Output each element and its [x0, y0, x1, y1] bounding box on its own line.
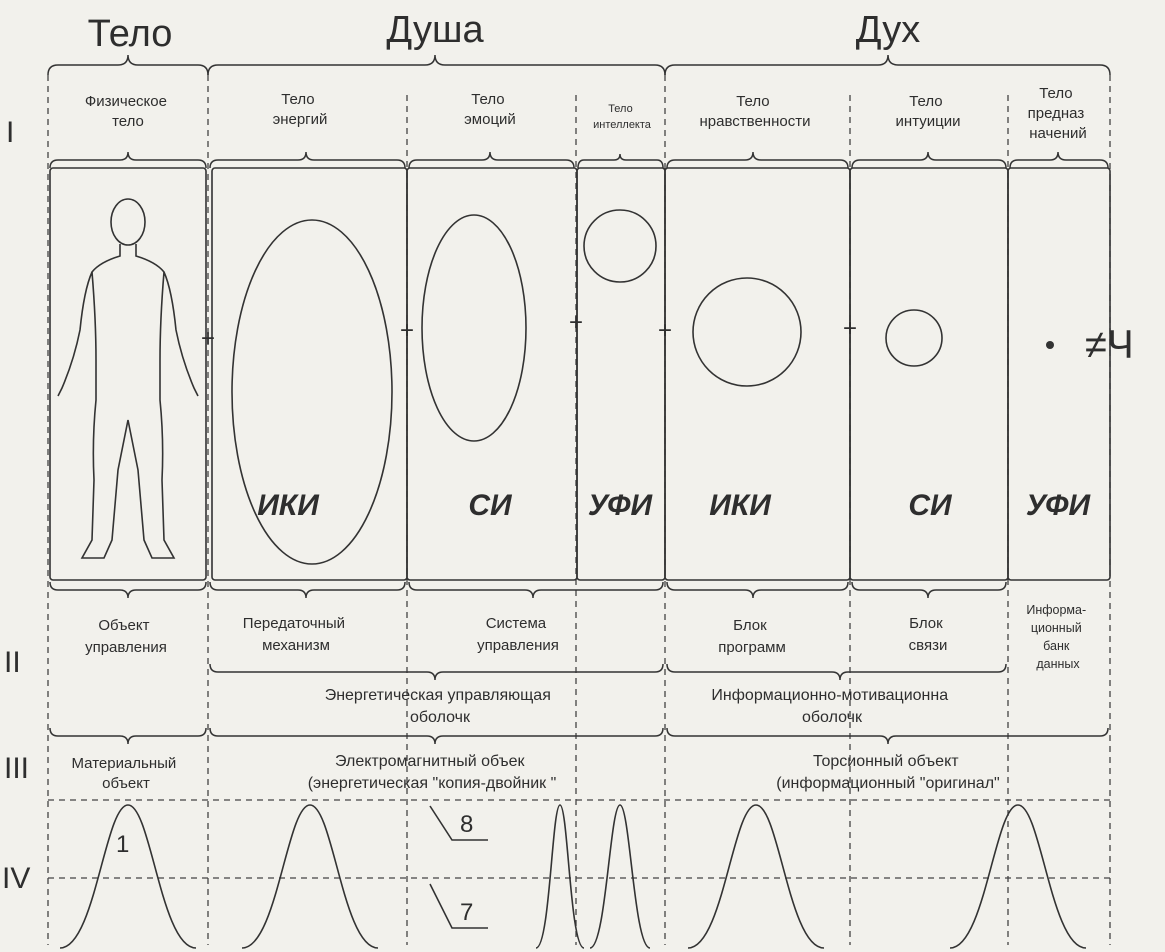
plus-1: +	[201, 325, 215, 352]
brace-r3-body	[50, 728, 206, 744]
circle-intuition	[886, 310, 942, 366]
brace-b-morality	[667, 582, 848, 598]
label-torsion: Торсионный объект (информационный "ориги…	[776, 753, 999, 792]
number-1: 1	[116, 831, 129, 858]
label-info-shell: Информационно-мотивационна оболочк	[711, 687, 952, 726]
brace-b-energy	[210, 582, 405, 598]
label-programs: Блок программ	[718, 617, 786, 656]
plus-3: +	[569, 309, 583, 336]
header-body: Тело	[88, 13, 173, 55]
brace-b-emotion	[409, 582, 663, 598]
brace-b-intuition	[852, 582, 1006, 598]
brace-r1-emotion	[409, 152, 574, 168]
label-physical-body: Физическое тело	[85, 93, 171, 130]
label-emotion-body: Тело эмоций	[464, 91, 516, 128]
label-intuition-body: Тело интуиции	[896, 93, 961, 130]
brace-r3-spirit	[667, 728, 1108, 744]
number-7: 7	[460, 899, 473, 926]
brace-r1-purpose	[1010, 152, 1108, 168]
header-spirit: Дух	[856, 9, 921, 51]
abbr-ufi-2: УФИ	[1026, 489, 1092, 522]
abbr-iki-1: ИКИ	[257, 489, 320, 522]
brace-r1-intuition	[852, 152, 1006, 168]
abbr-si-1: СИ	[468, 489, 513, 522]
brace-r2-spirit	[667, 664, 1006, 680]
label-intellect-body: Тело интеллекта	[593, 103, 652, 131]
pointer-8	[430, 806, 488, 840]
label-connection: Блок связи	[909, 615, 948, 654]
label-purpose-body: Тело предназ начений	[1028, 85, 1089, 142]
roman-3: III	[4, 752, 29, 785]
bell-curve-purpose	[950, 805, 1086, 948]
brace-r1-morality	[667, 152, 848, 168]
label-databank: Информа- ционный банк данных	[1026, 603, 1089, 671]
plus-5: +	[843, 315, 857, 342]
bell-curve-intellect-a	[536, 805, 584, 948]
box-physical	[50, 168, 206, 580]
brace-r1-energy	[210, 152, 405, 168]
abbr-ufi-1: УФИ	[588, 489, 654, 522]
abbr-iki-2: ИКИ	[709, 489, 772, 522]
number-8: 8	[460, 811, 473, 838]
abbr-si-2: СИ	[908, 489, 953, 522]
bell-curve-energy	[242, 805, 378, 948]
bell-curve-physical	[60, 805, 196, 948]
brace-r1-intellect	[578, 154, 663, 168]
circle-intellect	[584, 210, 656, 282]
plus-2: +	[400, 317, 414, 344]
not-equal-ch: ≠Ч	[1085, 323, 1134, 367]
human-figure-icon	[58, 199, 198, 558]
roman-2: II	[4, 646, 21, 679]
brace-body	[48, 55, 208, 75]
label-morality-body: Тело нравственности	[700, 93, 811, 130]
bell-curve-intellect-b	[590, 805, 650, 948]
dot-purpose	[1046, 341, 1054, 349]
label-electro: Электромагнитный объек (энергетическая "…	[308, 753, 557, 792]
roman-4: IV	[2, 862, 30, 895]
brace-r1-physical	[50, 152, 206, 168]
pointer-7	[430, 884, 488, 928]
label-control-object: Объект управления	[85, 617, 167, 656]
brace-spirit	[665, 55, 1110, 75]
plus-4: +	[658, 317, 672, 344]
bell-curve-morality	[688, 805, 824, 948]
roman-1: I	[6, 116, 14, 149]
brace-soul	[208, 55, 665, 75]
label-transmission: Передаточный механизм	[243, 615, 349, 654]
brace-r2-soul	[210, 664, 663, 680]
label-energy-body: Тело энергий	[273, 91, 328, 128]
circle-morality	[693, 278, 801, 386]
label-energy-shell: Энергетическая управляющая оболочк	[325, 687, 556, 726]
label-control-system: Система управления	[477, 615, 559, 654]
brace-r3-soul	[210, 728, 663, 744]
header-soul: Душа	[386, 9, 484, 51]
label-material: Материальный объект	[72, 755, 181, 792]
ellipse-emotion	[422, 215, 526, 441]
brace-b-physical	[50, 582, 206, 598]
